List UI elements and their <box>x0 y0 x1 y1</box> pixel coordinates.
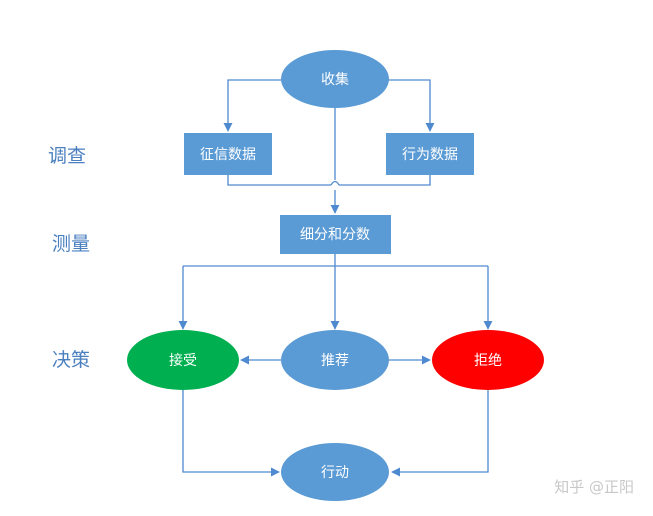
node-collect-label: 收集 <box>321 71 349 88</box>
node-reject: 拒绝 <box>432 330 544 390</box>
node-credit-data: 征信数据 <box>184 133 272 175</box>
node-action-label: 行动 <box>321 465 349 481</box>
stage-label-investigate: 调查 <box>48 145 86 167</box>
connector-behavior-merge <box>339 175 431 186</box>
node-action: 行动 <box>281 443 389 501</box>
node-recommend: 推荐 <box>281 330 389 390</box>
connector-collect-to-behavior <box>388 79 435 132</box>
connector-reject-to-action <box>391 390 489 477</box>
connectors <box>178 79 493 477</box>
connector-collect-to-credit <box>223 79 282 132</box>
node-recommend-label: 推荐 <box>321 353 349 369</box>
connector-hop <box>330 180 340 186</box>
node-reject-label: 拒绝 <box>474 353 502 369</box>
connector-credit-merge <box>227 175 331 186</box>
stage-label-decide: 决策 <box>52 349 90 371</box>
node-segment-score-label: 细分和分数 <box>300 227 370 243</box>
connector-accept-to-action <box>182 390 280 477</box>
node-behavior-data-label: 行为数据 <box>402 147 458 163</box>
watermark: 知乎 @正阳 <box>554 478 634 496</box>
node-segment-score: 细分和分数 <box>280 215 391 254</box>
stage-label-measure: 测量 <box>52 233 90 255</box>
node-accept: 接受 <box>127 330 239 390</box>
connector-segment-branch <box>183 254 488 267</box>
node-behavior-data: 行为数据 <box>386 133 474 175</box>
node-accept-label: 接受 <box>169 352 197 369</box>
node-credit-data-label: 征信数据 <box>200 147 256 163</box>
node-collect: 收集 <box>281 50 389 108</box>
